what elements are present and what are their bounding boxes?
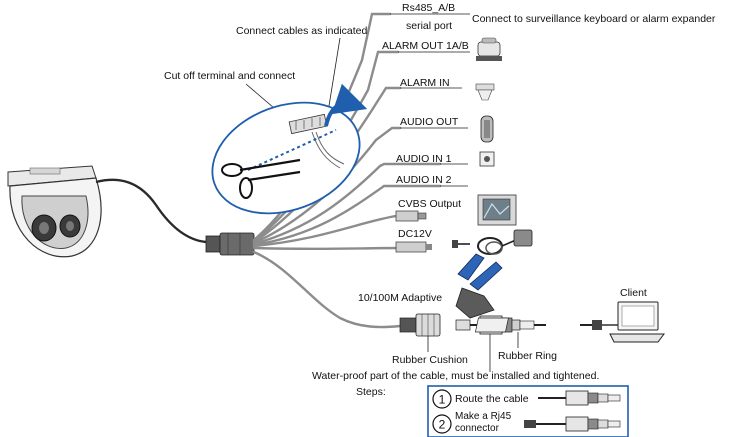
serial-port-label: serial port bbox=[406, 20, 452, 32]
connect-pointer bbox=[327, 37, 341, 113]
alarm-in-label: ALARM IN bbox=[400, 77, 450, 89]
dome-camera bbox=[7, 165, 102, 258]
dc-plug-icon bbox=[395, 241, 432, 253]
connect-arrow-icon bbox=[324, 83, 368, 127]
audio-out-speaker-icon bbox=[480, 115, 494, 143]
cvbs-label: CVBS Output bbox=[398, 198, 461, 210]
step-1-text: Route the cable bbox=[455, 393, 529, 405]
cut-off-label: Cut off terminal and connect bbox=[164, 70, 295, 82]
audio-in-mic-icon bbox=[479, 151, 495, 167]
alarm-out-label: ALARM OUT 1A/B bbox=[382, 40, 469, 52]
step-1: 1 Route the cable bbox=[432, 389, 621, 409]
step-1-number: 1 bbox=[439, 393, 446, 407]
laptop-client-icon bbox=[602, 301, 665, 343]
audio-in-2-label: AUDIO IN 2 bbox=[396, 174, 452, 186]
dc12v-label: DC12V bbox=[398, 228, 432, 240]
rubber-ring-label: Rubber Ring bbox=[498, 350, 557, 362]
audio-in-1-label: AUDIO IN 1 bbox=[396, 153, 452, 165]
cable-junction bbox=[205, 232, 255, 256]
network-label: 10/100M Adaptive bbox=[358, 292, 442, 304]
waterproof-label: Water-proof part of the cable, must be i… bbox=[312, 370, 599, 382]
step-2: 2 Make a Rj45 connector bbox=[432, 411, 621, 434]
monitor-icon bbox=[477, 194, 517, 226]
crimper-tool-icon bbox=[455, 253, 503, 319]
keyboard-label: Connect to surveillance keyboard or alar… bbox=[472, 13, 716, 25]
power-adapter-icon bbox=[452, 229, 533, 255]
rubber-cushion-label: Rubber Cushion bbox=[392, 354, 468, 366]
step-2-line1: Make a Rj45 bbox=[455, 411, 512, 422]
steps-label: Steps: bbox=[356, 386, 386, 398]
connect-cables-label: Connect cables as indicated bbox=[236, 25, 367, 37]
alarm-in-sensor-icon bbox=[475, 83, 495, 101]
cvbs-connector-icon bbox=[395, 210, 427, 222]
camera-cable bbox=[95, 178, 207, 244]
scissors-icon bbox=[221, 158, 301, 199]
rs485-label: Rs485_A/B bbox=[402, 2, 455, 14]
step-2-line2: connector bbox=[455, 423, 500, 434]
cut-terminal-callout bbox=[211, 83, 368, 215]
alarm-out-device-icon bbox=[476, 37, 502, 61]
step-2-number: 2 bbox=[439, 418, 446, 432]
client-label: Client bbox=[620, 287, 647, 299]
rj45-cable-assembly bbox=[399, 313, 602, 337]
steps-panel: 1 Route the cable 2 Make a Rj45 connecto… bbox=[427, 385, 629, 437]
audio-out-label: AUDIO OUT bbox=[400, 116, 459, 128]
